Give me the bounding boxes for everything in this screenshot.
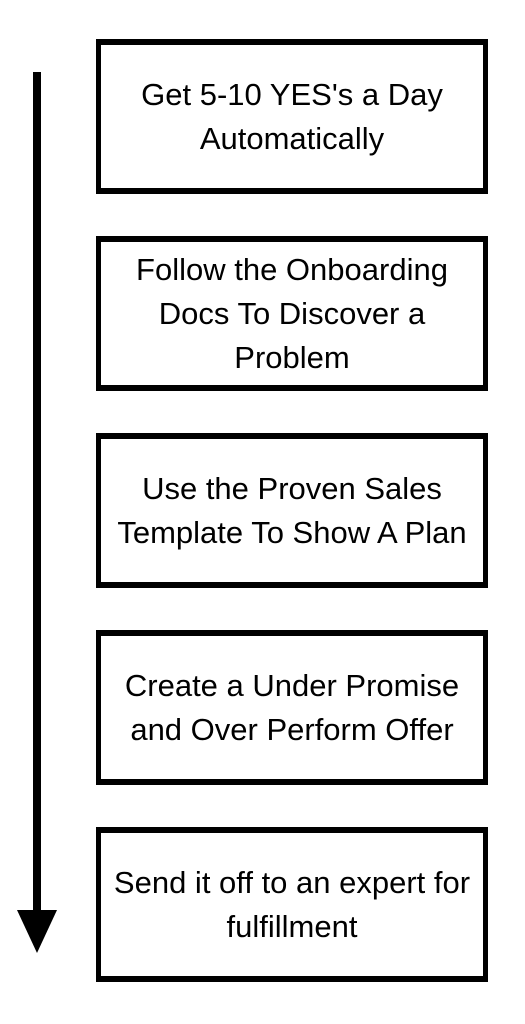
step-box-4: Create a Under Promise and Over Perform … — [96, 630, 488, 785]
step-label-3: Use the Proven Sales Template To Show A … — [117, 470, 467, 550]
step-label-2: Follow the Onboarding Docs To Discover a… — [136, 251, 448, 375]
step-label-5: Send it off to an expert for fulfillment — [113, 864, 471, 944]
step-label-4: Create a Under Promise and Over Perform … — [124, 667, 460, 747]
step-box-3: Use the Proven Sales Template To Show A … — [96, 433, 488, 588]
flow-arrow-head — [17, 910, 57, 953]
step-box-1: Get 5-10 YES's a Day Automatically — [96, 39, 488, 194]
flow-arrow-shaft — [33, 72, 41, 920]
step-box-5: Send it off to an expert for fulfillment — [96, 827, 488, 982]
step-box-2: Follow the Onboarding Docs To Discover a… — [96, 236, 488, 391]
step-label-1: Get 5-10 YES's a Day Automatically — [141, 76, 443, 156]
